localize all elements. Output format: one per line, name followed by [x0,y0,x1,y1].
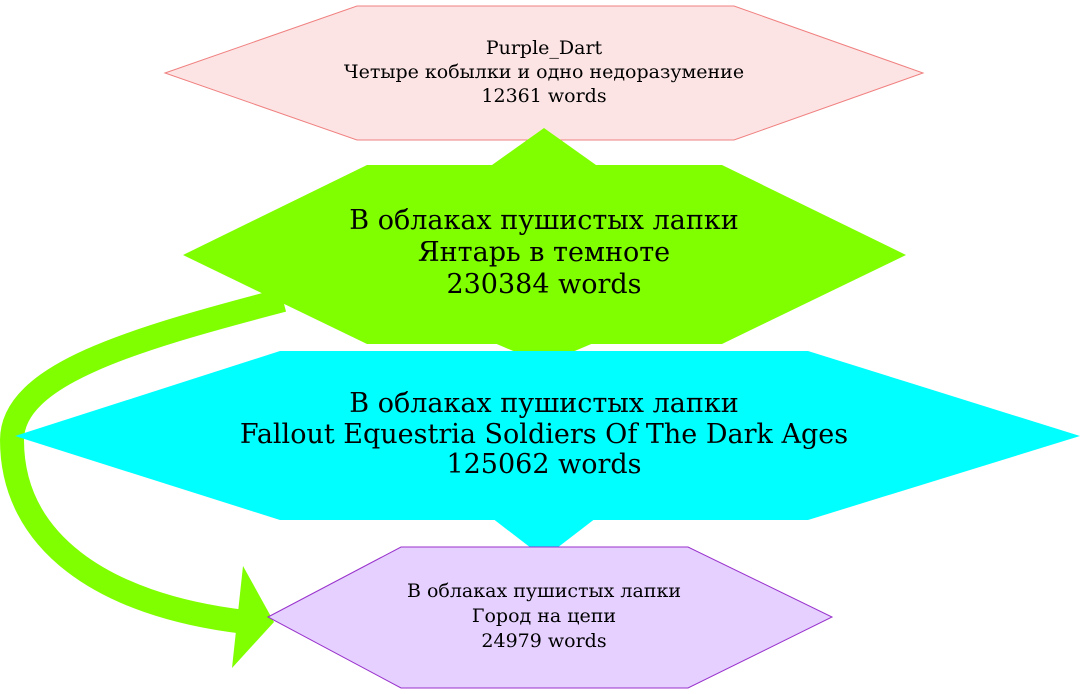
edge-node3-to-node4-arrowhead [492,518,596,558]
node-fallout-words: 125062 words [446,449,641,480]
node-purple-dart[interactable] [163,5,925,141]
node-fallout[interactable] [15,351,1080,520]
edge-node1-to-node2-arrowhead [492,128,596,165]
node-gorod-words: 24979 words [481,630,606,652]
node-yantar[interactable] [183,165,906,344]
node-yantar-author: В облаках пушистых лапки [349,205,738,236]
node-gorod-title: Город на цепи [472,605,616,627]
node-purple-dart-title: Четыре кобылки и одно недоразумение [344,61,744,83]
edge-node2-to-node4 [0,288,287,634]
node-fallout-title: Fallout Equestria Soldiers Of The Dark A… [240,419,848,450]
node-purple-dart-author: Purple_Dart [486,37,603,59]
node-yantar-words: 230384 words [446,269,641,300]
node-yantar-title: Янтарь в темноте [418,237,670,268]
node-gorod-author: В облаках пушистых лапки [407,580,681,602]
node-purple-dart-words: 12361 words [481,85,606,107]
node-gorod[interactable] [266,546,834,689]
edge-node2-to-node4-arrowhead [232,566,274,668]
node-fallout-author: В облаках пушистых лапки [349,388,738,419]
